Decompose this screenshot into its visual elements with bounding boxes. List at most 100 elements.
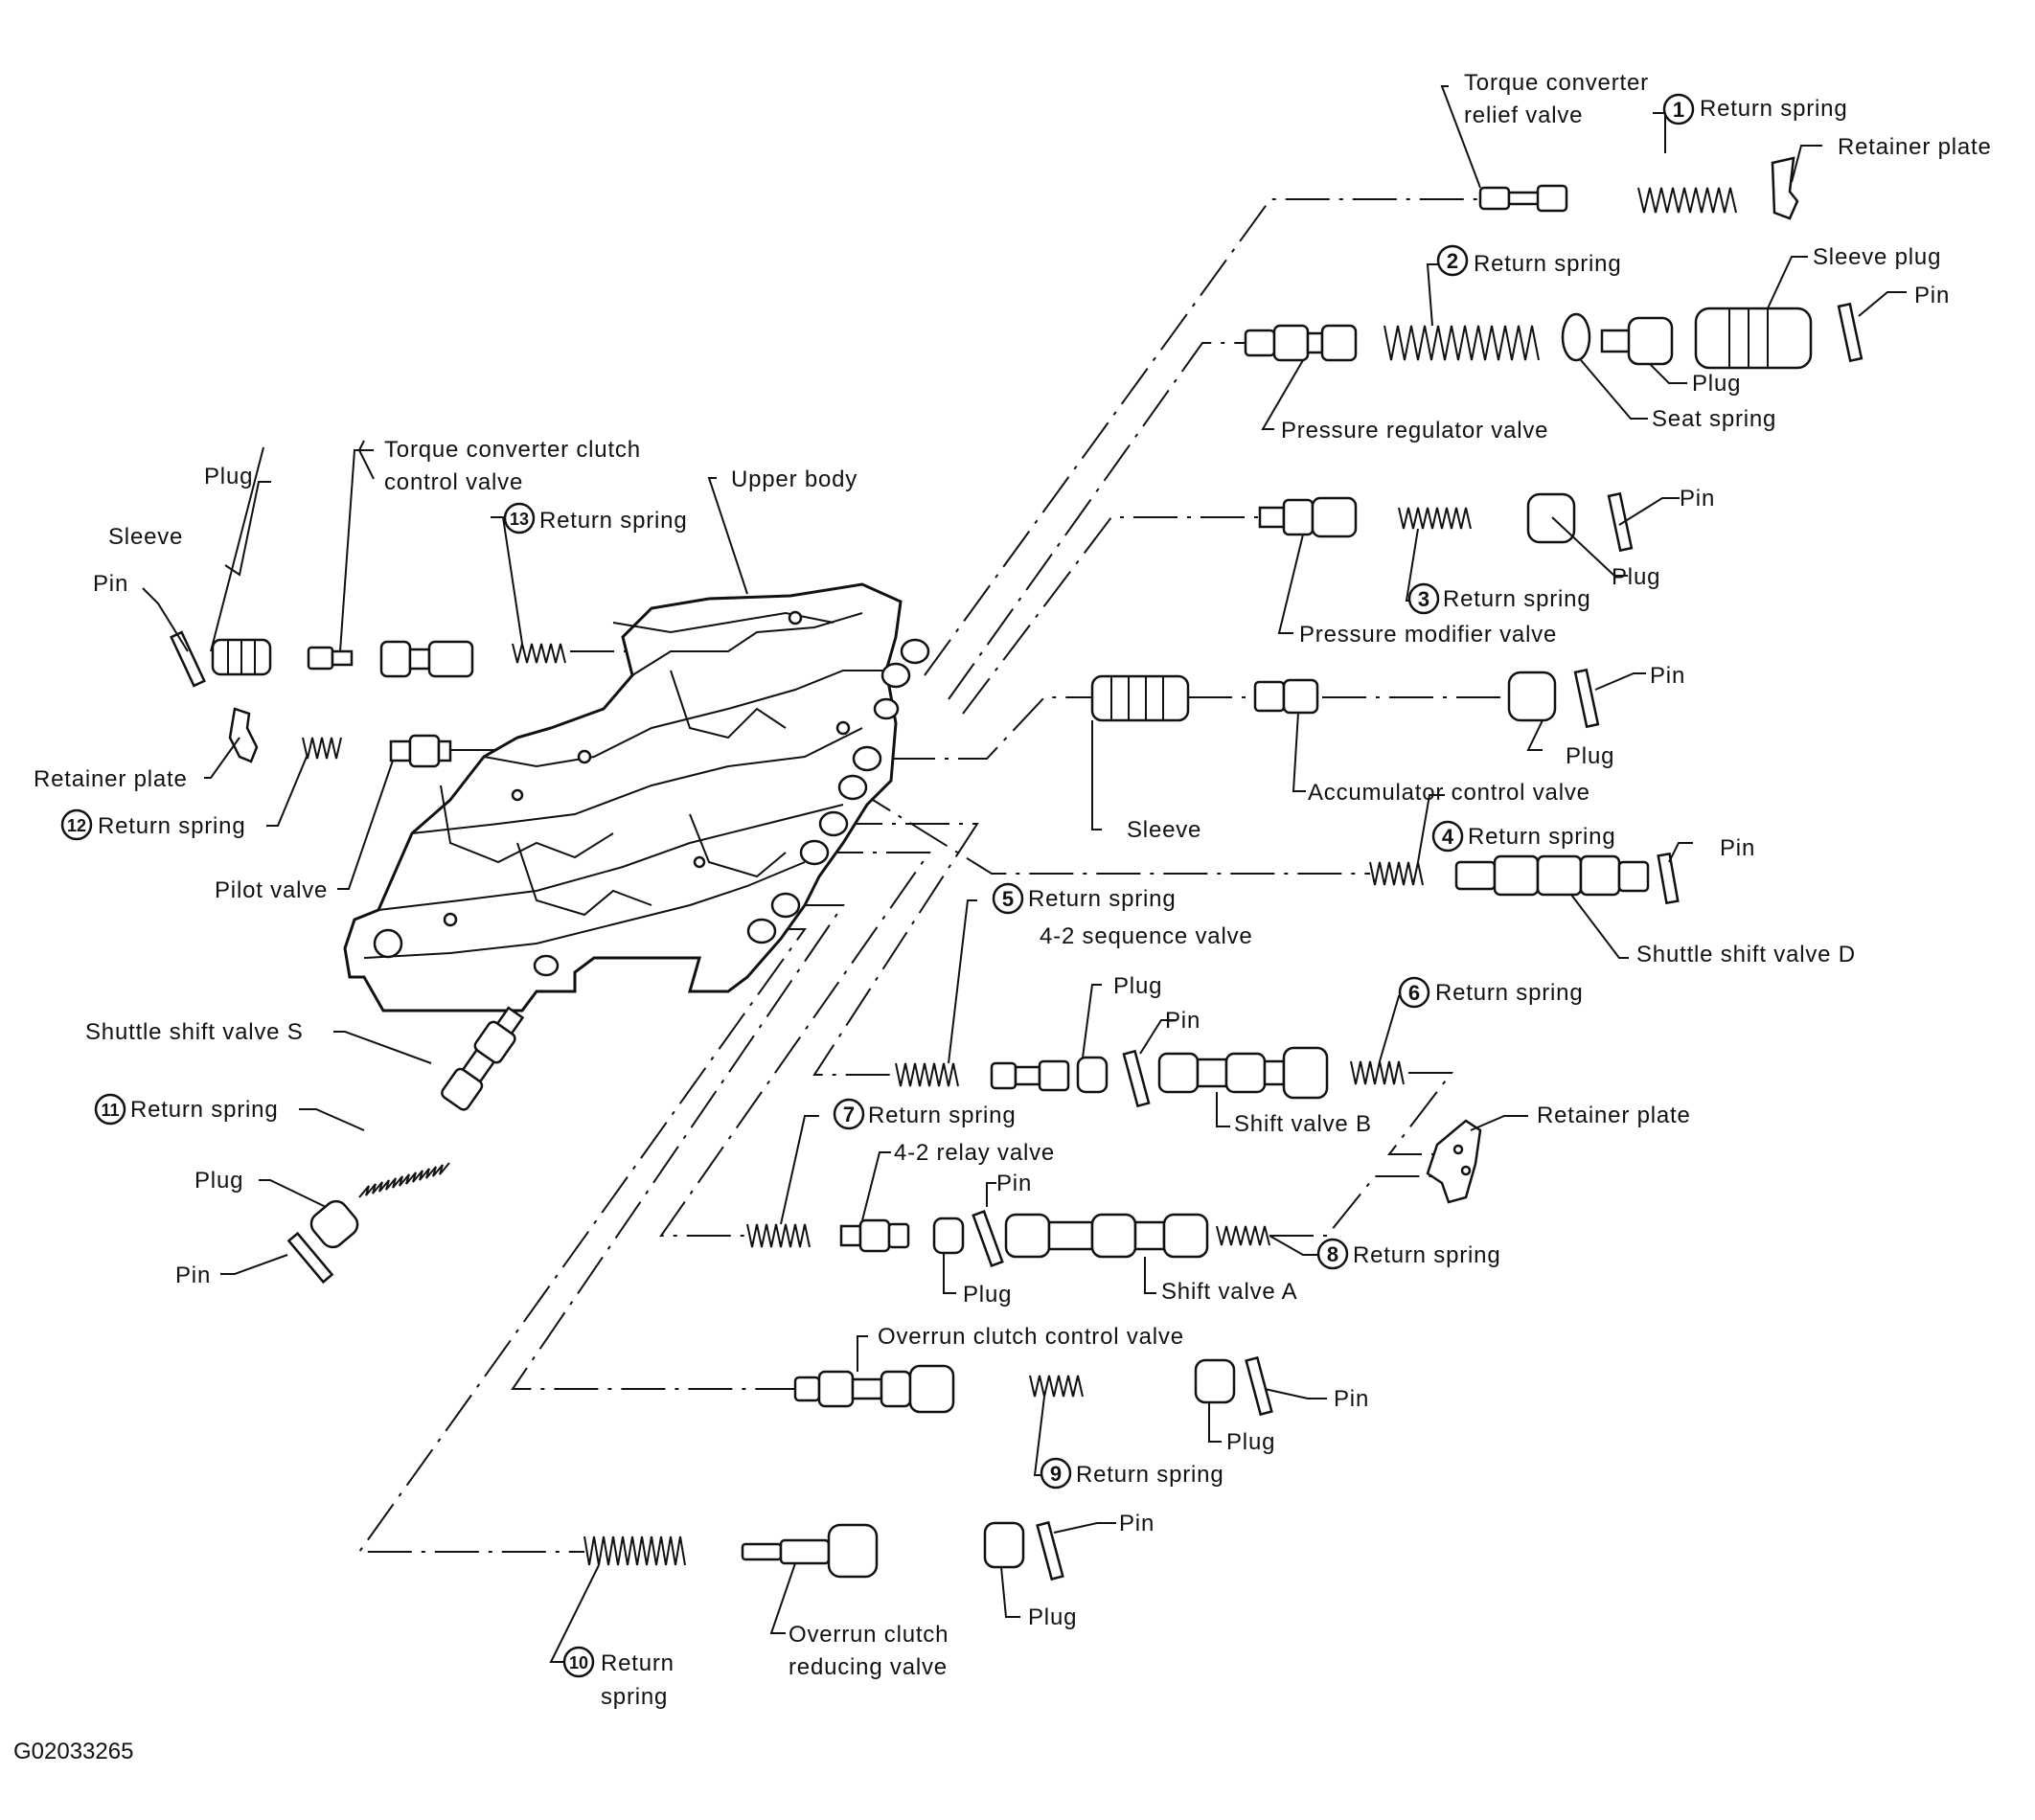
pin-relay [972, 1210, 1004, 1267]
torque-converter-clutch-control-valve [379, 640, 474, 678]
ref-num-13: 13 [510, 510, 529, 529]
route-overrun-control [511, 904, 845, 1390]
label-pin-d: Pin [1650, 663, 1685, 689]
bore-1 [900, 638, 930, 665]
plug-relay [932, 1217, 965, 1255]
bore-2 [880, 662, 911, 689]
label-return-spring-10b: spring [601, 1684, 668, 1710]
pin-shuttle-s [286, 1231, 334, 1285]
label-pressure-regulator: Pressure regulator valve [1281, 418, 1548, 444]
label-return-spring-10a: Return [601, 1650, 675, 1676]
label-sleeve-b: Sleeve [108, 524, 183, 550]
labels: Torque converter relief valve Return spr… [13, 70, 1992, 1764]
label-retainer-plate-left: Retainer plate [34, 766, 188, 792]
label-shuttle-shift-d: Shuttle shift valve D [1636, 942, 1856, 967]
label-overrun-reducing-1: Overrun clutch [789, 1622, 949, 1648]
pin-overrun-control [1245, 1355, 1273, 1417]
bore-7 [799, 839, 830, 866]
ref-num-5: 5 [1002, 887, 1014, 911]
label-retainer-plate-top: Retainer plate [1838, 134, 1992, 160]
label-return-spring-1: Return spring [1700, 96, 1847, 122]
label-return-spring-4: Return spring [1468, 824, 1615, 850]
plug-regulator [1600, 316, 1674, 366]
ref-num-1: 1 [1673, 98, 1684, 122]
shift-valve-a [1004, 1213, 1209, 1259]
bore-4 [852, 745, 882, 772]
ref-num-6: 6 [1408, 981, 1420, 1005]
retainer-plate-right-part [1426, 1119, 1482, 1204]
return-spring-11 [358, 1162, 450, 1198]
sleeve-left [211, 638, 272, 676]
label-return-spring-11: Return spring [130, 1097, 278, 1123]
label-return-spring-5: Return spring [1028, 886, 1176, 912]
label-plug-i: Plug [1226, 1429, 1275, 1455]
route-4-2-sequence [812, 823, 979, 1076]
shift-valve-b [1157, 1046, 1329, 1100]
label-plug-c: Plug [1612, 564, 1660, 590]
label-pin-a: Pin [1914, 283, 1950, 308]
pin-overrun-reducing [1036, 1520, 1064, 1581]
shuttle-shift-valve-d [1454, 854, 1650, 897]
route-shuttle-d [852, 786, 1370, 875]
label-shift-valve-b: Shift valve B [1234, 1111, 1372, 1137]
upper-body-casting [343, 582, 930, 1012]
label-plug-b: Plug [204, 464, 253, 489]
pilot-valve-part [389, 734, 452, 768]
label-pressure-modifier: Pressure modifier valve [1299, 622, 1557, 648]
label-return-spring-3: Return spring [1443, 586, 1590, 612]
pin-accumulator [1573, 668, 1600, 729]
label-overrun-control: Overrun clutch control valve [878, 1324, 1184, 1350]
return-spring-1 [1637, 187, 1737, 214]
label-pin-h: Pin [996, 1171, 1032, 1196]
label-sleeve-plug: Sleeve plug [1813, 244, 1941, 270]
ref-num-11: 11 [101, 1101, 119, 1120]
label-return-spring-7: Return spring [868, 1103, 1016, 1128]
label-sleeve-d: Sleeve [1127, 817, 1201, 843]
label-pin-c: Pin [1680, 486, 1715, 512]
plug-accumulator [1507, 671, 1557, 722]
reference-numbers: 1 2 3 4 5 6 7 8 9 10 11 12 13 [60, 93, 1695, 1678]
route-retainer-b [1386, 1072, 1454, 1155]
plug-sequence [1076, 1056, 1109, 1094]
label-tcc-control-2: control valve [384, 469, 523, 495]
pin-sequence [1122, 1049, 1151, 1108]
label-return-spring-6: Return spring [1435, 980, 1583, 1006]
ref-num-8: 8 [1327, 1242, 1338, 1266]
label-pin-e: Pin [1720, 835, 1755, 861]
figure-code: G02033265 [13, 1739, 133, 1764]
label-retainer-plate-right: Retainer plate [1537, 1103, 1691, 1128]
label-plug-f: Plug [1113, 973, 1162, 999]
pin-regulator [1837, 302, 1864, 363]
bore-5 [837, 774, 868, 801]
shuttle-shift-valve-s [441, 1006, 525, 1111]
label-torque-converter-relief-2: relief valve [1464, 102, 1583, 128]
route-4-2-relay [659, 852, 931, 1237]
route-overrun-reducing [357, 928, 807, 1553]
plug-overrun-reducing [983, 1521, 1025, 1569]
overrun-clutch-reducing-valve [741, 1523, 879, 1579]
sleeve-plug-part [1694, 307, 1813, 370]
label-upper-body: Upper body [731, 466, 857, 492]
bore-3 [873, 697, 900, 720]
label-4-2-sequence: 4-2 sequence valve [1040, 923, 1253, 949]
return-spring-4 [1369, 861, 1424, 886]
torque-converter-relief-valve [1478, 184, 1568, 213]
label-plug-a: Plug [1692, 371, 1741, 397]
label-tcc-control-1: Torque converter clutch [384, 437, 641, 463]
return-spring-13 [512, 643, 566, 664]
seat-spring-part [1561, 312, 1591, 362]
label-pin-g: Pin [175, 1263, 211, 1288]
bore-8 [770, 892, 801, 919]
label-pin-f: Pin [1165, 1008, 1200, 1034]
return-spring-5 [895, 1062, 959, 1087]
label-torque-converter-relief-1: Torque converter [1464, 70, 1649, 96]
label-pin-i: Pin [1334, 1386, 1369, 1412]
return-spring-12 [302, 737, 342, 760]
label-4-2-relay: 4-2 relay valve [894, 1140, 1055, 1166]
return-spring-3 [1398, 507, 1472, 530]
plug-left [307, 646, 354, 671]
ref-num-10: 10 [569, 1653, 588, 1672]
parts [170, 156, 1864, 1581]
sleeve-accumulator [1090, 674, 1190, 722]
